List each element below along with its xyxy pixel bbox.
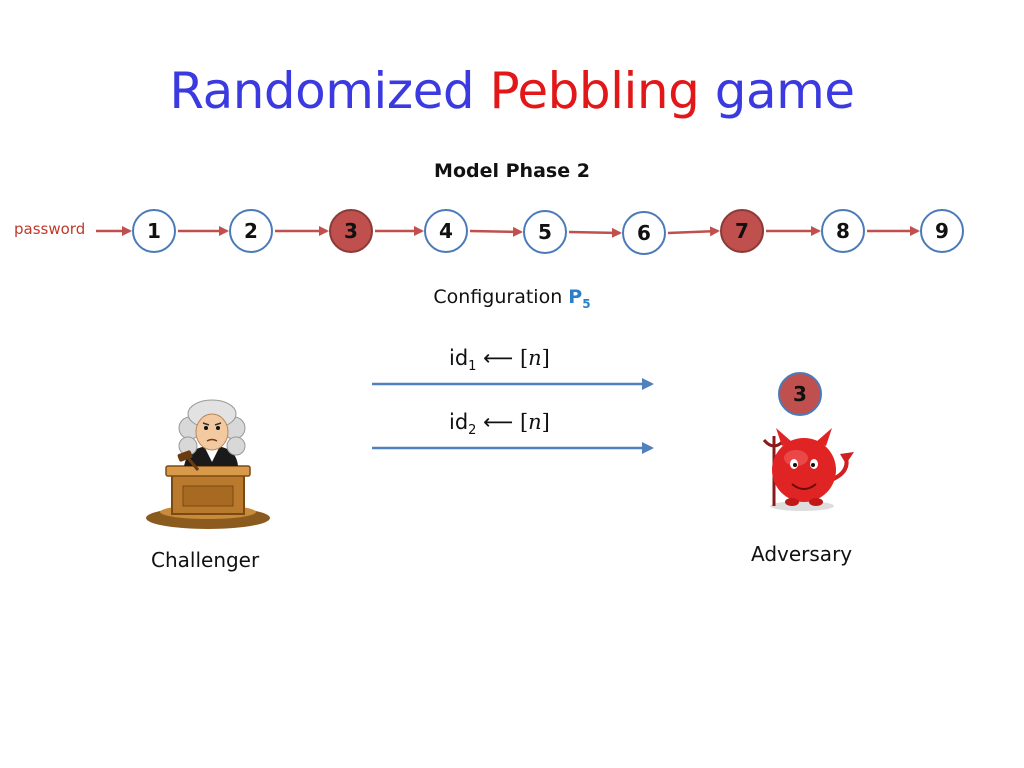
title-part-randomized: Randomized — [169, 62, 475, 120]
chain-node-7: 7 — [720, 209, 764, 253]
title-part-pebbling: Pebbling — [489, 62, 700, 120]
password-label: password — [14, 220, 86, 238]
chain-arrow-6 — [667, 226, 720, 237]
chain-node-8: 8 — [821, 209, 865, 253]
chain-node-6: 6 — [622, 211, 666, 255]
devil-icon — [762, 428, 854, 511]
judge-icon — [146, 399, 270, 529]
chain-arrow-5 — [568, 227, 622, 238]
phase-subtitle: Model Phase 2 — [434, 160, 590, 182]
challenger-label: Challenger — [151, 548, 260, 572]
chain-arrow-4 — [469, 226, 523, 237]
chain-node-9: 9 — [920, 209, 964, 253]
page-title: Randomized Pebbling game — [0, 62, 1024, 120]
adversary-label: Adversary — [751, 542, 853, 566]
chain-node-5: 5 — [523, 210, 567, 254]
adversary-pebble: 3 — [778, 372, 822, 416]
configuration-symbol: P5 — [568, 286, 591, 311]
title-part-game: game — [714, 62, 855, 120]
chain-node-3: 3 — [329, 209, 373, 253]
chain-node-4: 4 — [424, 209, 468, 253]
chain-node-2: 2 — [229, 209, 273, 253]
configuration-label: Configuration P5 — [0, 286, 1024, 311]
configuration-text: Configuration — [433, 286, 563, 308]
message-2: id2 ⟵ [n] — [449, 410, 550, 439]
message-1: id1 ⟵ [n] — [449, 346, 550, 375]
chain-node-1: 1 — [132, 209, 176, 253]
